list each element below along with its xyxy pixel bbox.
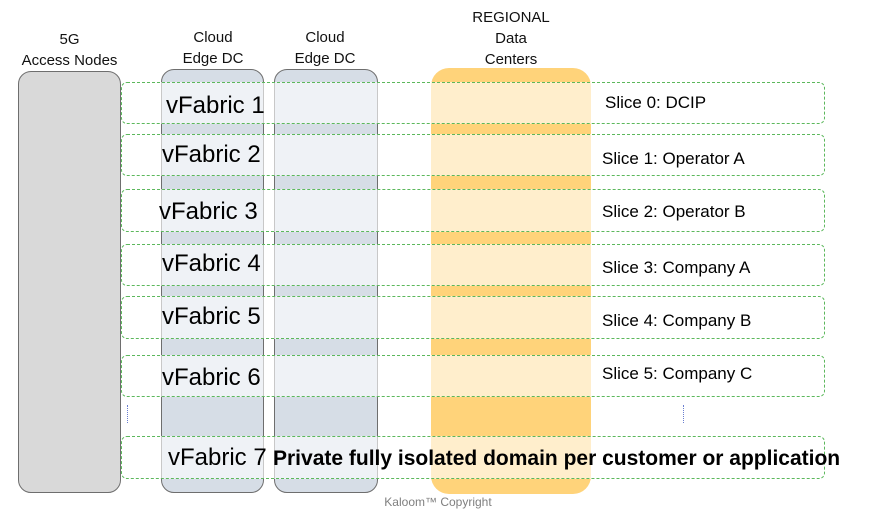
copyright-text: Kaloom™ Copyright [384, 495, 492, 509]
slice-band-1 [121, 134, 825, 176]
slice-band-3 [121, 244, 825, 286]
slice-band-0 [121, 82, 825, 124]
slice-label-3: Slice 3: Company A [602, 258, 751, 277]
header-cloud-edge-dc-1: Cloud Edge DC [182, 29, 244, 67]
slice-label-2: Slice 2: Operator B [602, 202, 746, 221]
ellipsis-marker-left [127, 405, 128, 423]
slice-label-4: Slice 4: Company B [602, 311, 752, 330]
header-cloud-edge-dc-2: Cloud Edge DC [294, 29, 356, 67]
slice-band-2 [121, 189, 825, 232]
slice-band-5 [121, 355, 825, 397]
vfabric-label-6: vFabric 6 [162, 364, 261, 391]
vfabric-label-1: vFabric 1 [166, 92, 265, 119]
header-5g-access-nodes: 5G Access Nodes [21, 31, 118, 69]
slice-band-4 [121, 296, 825, 339]
vfabric-label-3: vFabric 3 [159, 198, 258, 225]
ellipsis-marker-right [683, 405, 684, 423]
vfabric-label-5: vFabric 5 [162, 303, 261, 330]
slice-label-0: Slice 0: DCIP [605, 93, 707, 112]
vfabric-label-7: vFabric 7 [168, 444, 267, 471]
slice-band-7 [121, 436, 825, 479]
access-nodes-column [18, 71, 121, 493]
slice-label-1: Slice 1: Operator A [602, 149, 745, 168]
slice-label-5: Slice 5: Company C [602, 364, 753, 383]
vfabric-label-4: vFabric 4 [162, 250, 261, 277]
private-domain-label: Private fully isolated domain per custom… [273, 447, 841, 470]
header-regional-data-centers: REGIONAL Data Centers [472, 9, 550, 68]
vfabric-label-2: vFabric 2 [162, 141, 261, 168]
